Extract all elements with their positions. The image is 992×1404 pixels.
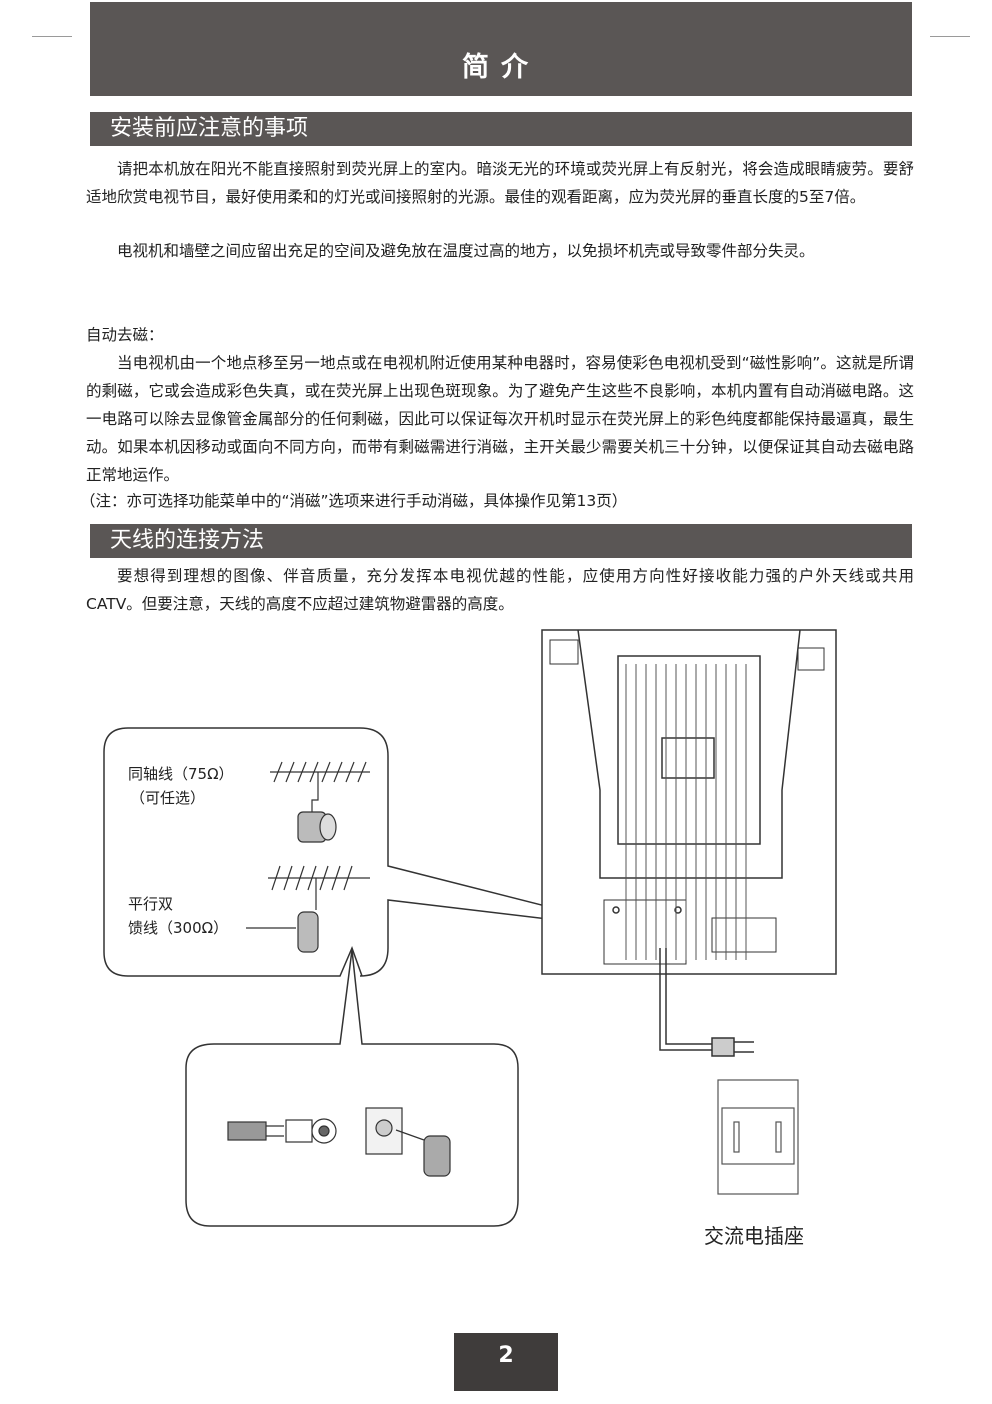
wall-socket-plug-icon (365, 1107, 451, 1177)
section-heading-install: 安装前应注意的事项 (90, 112, 912, 146)
antenna-callout-box (103, 727, 641, 977)
connector-callout-box (185, 949, 519, 1227)
degauss-paragraph: 当电视机由一个地点移至另一地点或在电视机附近使用某种电器时，容易使彩色电视机受到… (86, 354, 914, 484)
yagi-antenna-icon (270, 761, 370, 812)
ac-outlet-icon (717, 1079, 799, 1195)
crop-mark-right (930, 36, 970, 37)
crop-mark-left (32, 36, 72, 37)
power-cord-plug-icon (659, 948, 754, 1057)
tv-ventilation-grille (625, 664, 747, 960)
coax-plug-icon (297, 811, 337, 843)
degauss-title: 自动去磁： (86, 326, 164, 344)
degauss-note: （注：亦可选择功能菜单中的“消磁”选项来进行手动消磁，具体操作见第13页） (80, 492, 628, 510)
coax-optional-label: （可任选） (130, 789, 206, 807)
page-title-bar: 简介 (90, 2, 912, 96)
page-title: 简介 (462, 52, 540, 83)
balun-connector-icon (227, 1118, 337, 1144)
tv-rear-view (541, 629, 837, 975)
page-number: 2 (454, 1333, 558, 1391)
twin-lead-antenna-icon (246, 865, 370, 953)
twin-lead-label-line1: 平行双 (128, 895, 174, 913)
ac-outlet-label: 交流电插座 (704, 1224, 804, 1248)
antenna-paragraph: 要想得到理想的图像、伴音质量，充分发挥本电视优越的性能，应使用方向性好接收能力强… (86, 567, 914, 613)
install-paragraph-1: 请把本机放在阳光不能直接照射到荧光屏上的室内。暗淡无光的环境或荧光屏上有反射光，… (86, 160, 914, 206)
coax-label: 同轴线（75Ω） (128, 765, 234, 783)
twin-lead-label-line2: 馈线（300Ω） (128, 919, 229, 937)
install-paragraph-2: 电视机和墙壁之间应留出充足的空间及避免放在温度过高的地方，以免损坏机壳或导致零件… (117, 242, 815, 260)
section-heading-antenna: 天线的连接方法 (90, 524, 912, 558)
